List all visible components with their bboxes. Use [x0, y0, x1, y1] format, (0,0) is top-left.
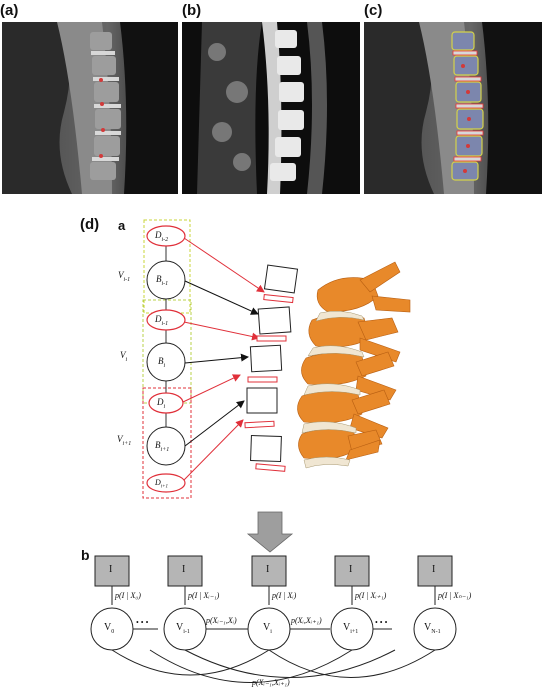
obs-label-0: I: [109, 564, 113, 575]
group-box-bottom: [142, 387, 192, 499]
likelihood-label-0: p(I | X₀): [115, 591, 141, 600]
group-label-1: Vi: [120, 350, 128, 363]
likelihood-label-2: p(I | Xᵢ): [272, 591, 297, 600]
chain-node-label-0: V0: [104, 622, 115, 635]
node-disc-0: [146, 225, 186, 247]
chain-node-label-3: Vi+1: [343, 622, 359, 635]
obs-label-2: I: [266, 564, 270, 575]
obs-label-3: I: [349, 564, 353, 575]
obs-label-4: I: [432, 564, 436, 575]
chain-node-label-2: Vi: [263, 622, 272, 635]
node-label-body-1: Bi: [158, 356, 166, 369]
arrow-disc-1: [183, 321, 260, 341]
pairwise-label-right: p(Xᵢ,Xᵢ₊₁): [291, 616, 322, 625]
likelihood-label-4: p(I | Xₙ₋₁): [438, 591, 472, 600]
pairwise-label-bottom: p(Xᵢ₋₁,Xᵢ₊₁): [252, 678, 290, 687]
likelihood-label-3: p(I | Xᵢ₊₁): [355, 591, 387, 600]
arrow-disc-2: [182, 374, 241, 403]
node-disc-2: [148, 392, 184, 414]
node-body-0: [146, 260, 186, 300]
node-label-disc-3: Di+1: [155, 478, 169, 490]
arrow-body-0: [184, 280, 259, 315]
mri-image-t2: [182, 22, 360, 194]
likelihood-label-1: p(I | Xᵢ₋₁): [188, 591, 220, 600]
ellipsis-left: • • •: [136, 618, 149, 627]
subpanel-label-a: a: [118, 218, 126, 233]
node-body-1: [146, 342, 186, 382]
mri-image-t1: [2, 22, 178, 194]
panel-label-d: (d): [80, 216, 100, 233]
spine-3d-illustration: [297, 261, 411, 469]
arrow-disc-0: [183, 237, 265, 293]
subpanel-label-b: b: [81, 547, 90, 563]
node-disc-3: [146, 473, 186, 493]
arrow-disc-3: [183, 419, 244, 481]
node-label-body-2: Bi+1: [155, 440, 170, 453]
mri-image-segmented: [364, 22, 542, 194]
disc-boxes: [244, 293, 294, 472]
node-label-disc-1: Di-1: [155, 314, 169, 327]
node-label-disc-0: Di-2: [155, 230, 169, 243]
ellipsis-right: • • •: [375, 618, 388, 627]
node-disc-1: [146, 309, 186, 331]
obs-boxes: [94, 555, 453, 587]
node-label-body-0: Bi-1: [156, 274, 169, 287]
node-label-disc-2: Di: [157, 397, 166, 410]
chain-node-label-4: VN-1: [424, 622, 441, 635]
obs-label-1: I: [182, 564, 186, 575]
pairwise-label-left: p(Xᵢ₋₁,Xᵢ): [206, 616, 237, 625]
chain-edges: [111, 586, 436, 683]
panel-label-c: (c): [364, 2, 383, 19]
chain-node-label-1: Vi-1: [176, 622, 190, 635]
vertebra-boxes: [246, 264, 299, 463]
arrow-body-1: [184, 353, 249, 364]
arrow-body-2: [184, 400, 245, 447]
panel-label-a: (a): [0, 2, 19, 19]
chain-nodes: [90, 607, 457, 651]
group-label-0: Vi-1: [118, 270, 131, 283]
group-label-2: Vi+1: [117, 434, 132, 447]
flow-arrow-down-icon: [246, 511, 294, 553]
panel-label-b: (b): [182, 2, 202, 19]
